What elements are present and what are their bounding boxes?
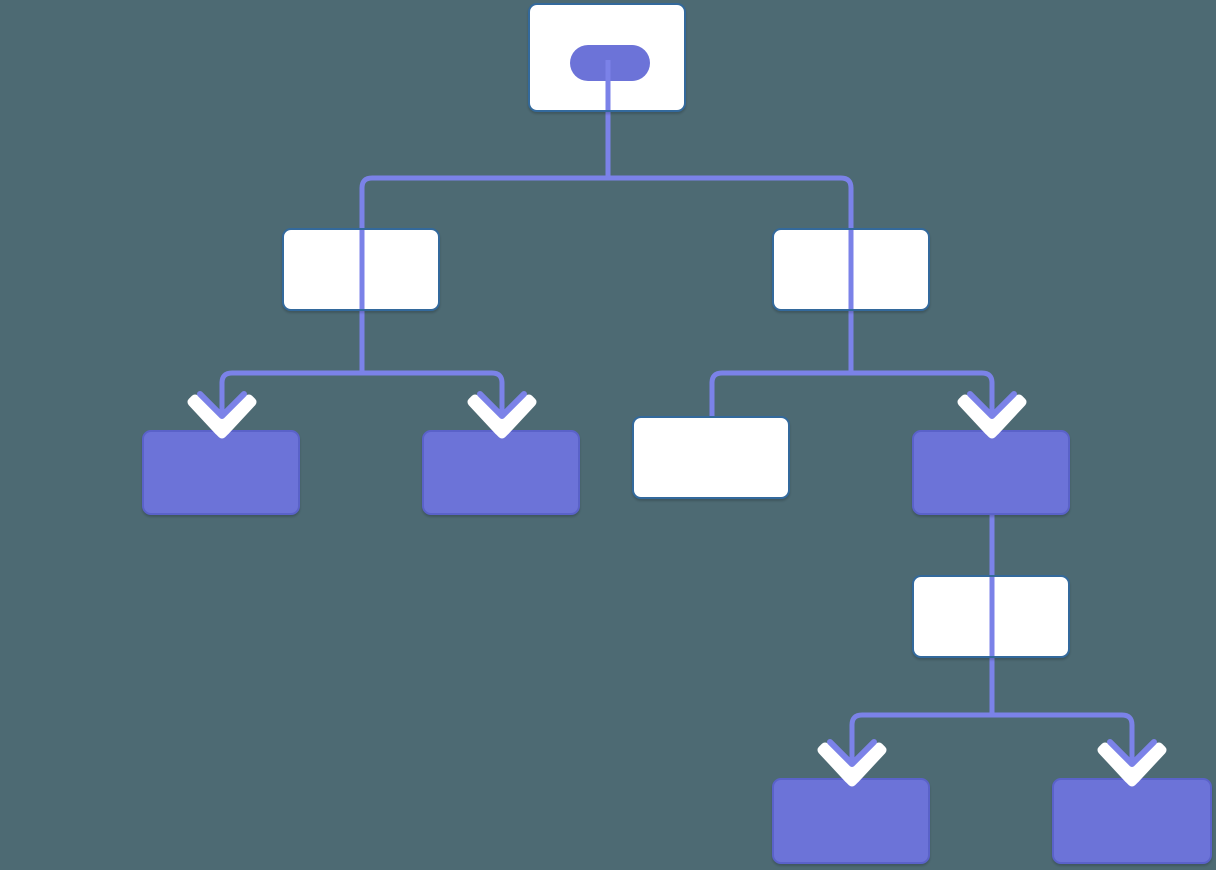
node-n1[interactable] [282,228,440,311]
node-n7[interactable] [912,575,1070,658]
edge-n0-to-n2[interactable] [605,112,854,228]
node-n9[interactable] [1052,778,1212,864]
edge-n7-to-n9[interactable] [989,658,1135,778]
edge-n1-to-n4[interactable] [359,228,505,430]
node-n5[interactable] [632,416,790,499]
node-n0[interactable] [528,3,686,112]
edge-n2-to-n5[interactable] [709,228,854,416]
node-n6[interactable] [912,430,1070,515]
edge-n7-to-n8[interactable] [849,658,995,778]
edge-n1-to-n3[interactable] [219,228,365,430]
edge-n2-to-n6[interactable] [848,228,995,430]
edge-paths [219,112,1135,778]
node-n2[interactable] [772,228,930,311]
node-n4[interactable] [422,430,580,515]
node-n0-pill-badge [570,45,650,81]
node-n8[interactable] [772,778,930,864]
node-n3[interactable] [142,430,300,515]
